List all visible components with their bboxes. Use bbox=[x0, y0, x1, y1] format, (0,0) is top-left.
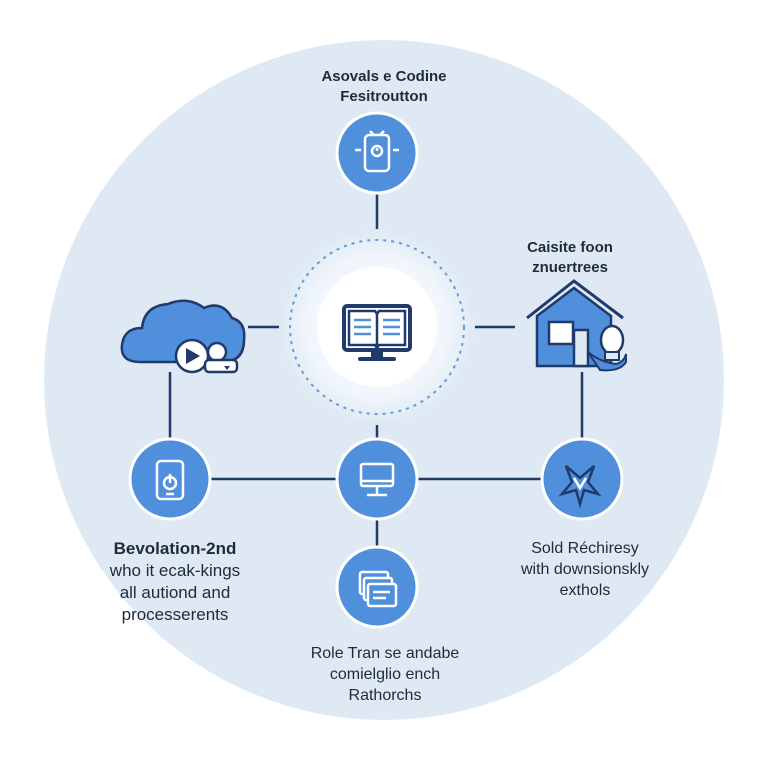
open-book-monitor-icon bbox=[342, 304, 412, 361]
node-top[interactable] bbox=[335, 111, 419, 195]
connectors bbox=[168, 192, 584, 548]
label-line: exthols bbox=[559, 582, 611, 599]
label-line: Caisite foon bbox=[527, 239, 613, 256]
node-middle-right[interactable] bbox=[540, 437, 624, 521]
smart-device-icon bbox=[355, 130, 399, 173]
house-lightbulb-icon bbox=[526, 279, 627, 372]
label-line: Sold Réchiresy bbox=[531, 540, 639, 557]
tablet-power-icon bbox=[155, 459, 185, 501]
label-line: Asovals e Codine bbox=[321, 68, 447, 85]
node-right[interactable] bbox=[526, 279, 627, 372]
node-middle-left[interactable] bbox=[128, 437, 212, 521]
label-line: Bevolation-2nd bbox=[113, 539, 237, 558]
label-line: comielglio ench bbox=[329, 666, 441, 683]
label-line: znuertrees bbox=[532, 259, 608, 276]
stacked-documents-icon bbox=[358, 570, 398, 608]
node-middle-center[interactable] bbox=[335, 437, 419, 521]
node-bottom[interactable] bbox=[335, 545, 419, 629]
label-line: Rathorchs bbox=[348, 687, 422, 704]
node-middle-right-label: Sold Réchiresy with downsionskly exthols bbox=[470, 538, 700, 601]
label-line: processerents bbox=[121, 605, 229, 624]
label-line: all autiond and bbox=[119, 583, 231, 602]
label-line: with downsionskly bbox=[520, 561, 650, 578]
center-hub bbox=[279, 229, 475, 425]
node-left[interactable] bbox=[120, 299, 246, 374]
label-line: Fesitroutton bbox=[340, 88, 428, 105]
hub-dotted-ring bbox=[289, 239, 465, 415]
node-top-label: Asovals e Codine Fesitroutton bbox=[234, 67, 534, 107]
monitor-icon bbox=[359, 462, 395, 497]
label-line: who it ecak-kings bbox=[109, 561, 241, 580]
node-bottom-label: Role Tran se andabe comielglio ench Rath… bbox=[250, 643, 520, 706]
cloud-video-icon bbox=[120, 299, 246, 374]
star-badge-icon bbox=[558, 465, 602, 509]
node-right-label: Caisite foon znuertrees bbox=[480, 238, 660, 278]
node-middle-left-label: Bevolation-2nd who it ecak-kings all aut… bbox=[60, 538, 290, 626]
label-line: Role Tran se andabe bbox=[310, 645, 460, 662]
